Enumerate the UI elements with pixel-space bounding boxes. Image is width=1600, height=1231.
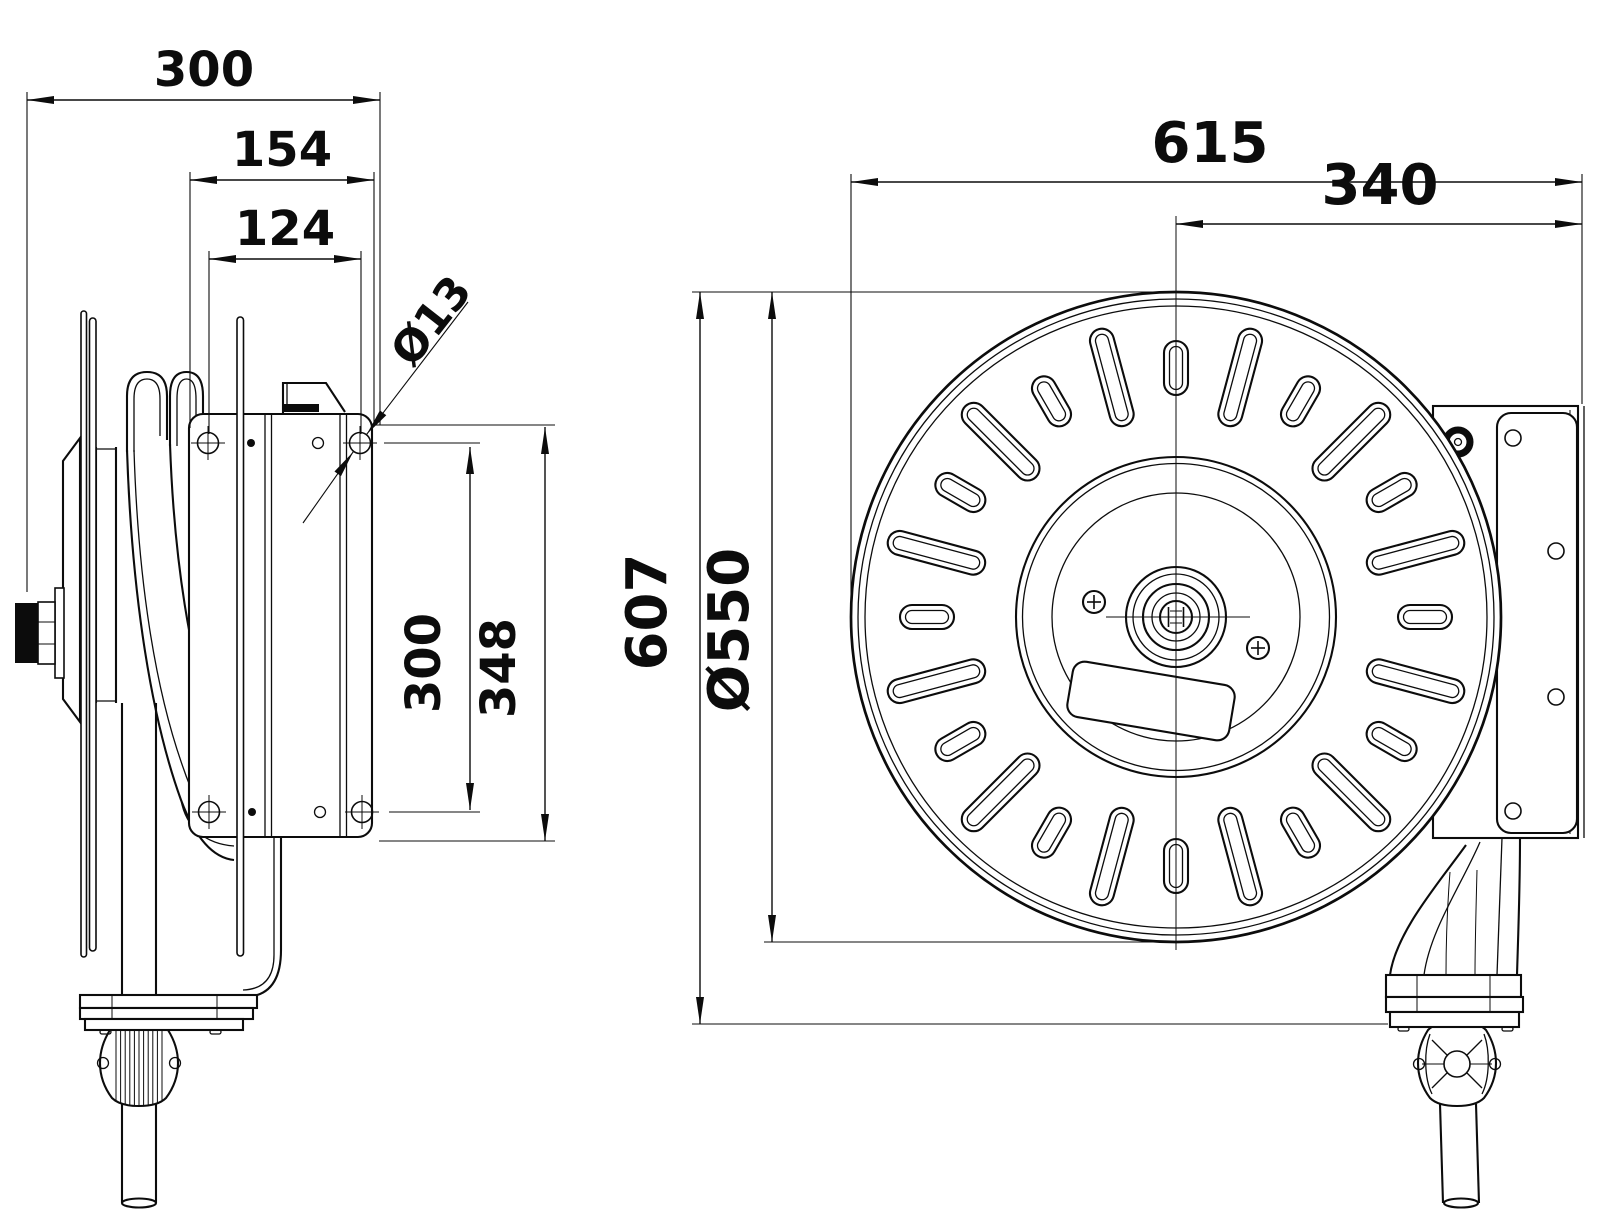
wall-bracket <box>1431 404 1585 840</box>
hose-stop-ball-front <box>1412 1020 1502 1108</box>
spindle-inlet-bolt <box>15 587 65 679</box>
dim-label-124: 124 <box>235 201 335 257</box>
dim-front-center-to-right: 340 <box>1176 153 1582 228</box>
dim-label-154: 154 <box>232 122 332 178</box>
dim-side-plate-width: 154 <box>189 122 375 428</box>
dim-front-total-height: 607 <box>615 291 1388 1025</box>
dim-label-300-top: 300 <box>154 42 254 98</box>
reel-disc <box>849 216 1503 950</box>
hose-tube-front <box>1438 1103 1481 1209</box>
dim-hole-diameter-callout: Ø13 <box>302 267 482 524</box>
dim-label-300-vertical: 300 <box>396 613 452 713</box>
top-tab-bracket <box>281 381 346 414</box>
dim-side-plate-height: 348 <box>372 424 555 842</box>
dim-front-total-width: 615 <box>850 111 1583 625</box>
side-view: 300 154 124 Ø13 300 34 <box>15 42 555 1209</box>
dim-label-607: 607 <box>615 554 680 671</box>
mounting-plate <box>187 316 379 957</box>
front-flange-line <box>236 316 245 957</box>
outlet-assembly-side <box>78 703 283 1035</box>
hub-screws <box>1081 589 1271 661</box>
front-view: 615 340 607 Ø550 <box>615 111 1585 1209</box>
dim-label-340: 340 <box>1322 153 1439 218</box>
reel-flanges-side <box>80 310 97 958</box>
dim-label-550: Ø550 <box>697 548 762 713</box>
hose-stop-ball-side <box>96 1020 182 1108</box>
dim-label-348: 348 <box>471 618 527 718</box>
dim-side-hole-vspacing: 300 <box>384 442 480 813</box>
dim-label-615: 615 <box>1152 111 1269 176</box>
dim-front-reel-diameter: Ø550 <box>697 292 1176 943</box>
dim-side-total-width: 300 <box>26 42 381 592</box>
name-plate <box>1066 660 1236 742</box>
outlet-assembly-front <box>1384 837 1525 1032</box>
centerlines <box>1106 216 1250 950</box>
dim-label-d13: Ø13 <box>381 267 482 376</box>
hose-tube-side <box>120 1104 158 1209</box>
dim-side-hole-spacing: 124 <box>208 201 362 434</box>
